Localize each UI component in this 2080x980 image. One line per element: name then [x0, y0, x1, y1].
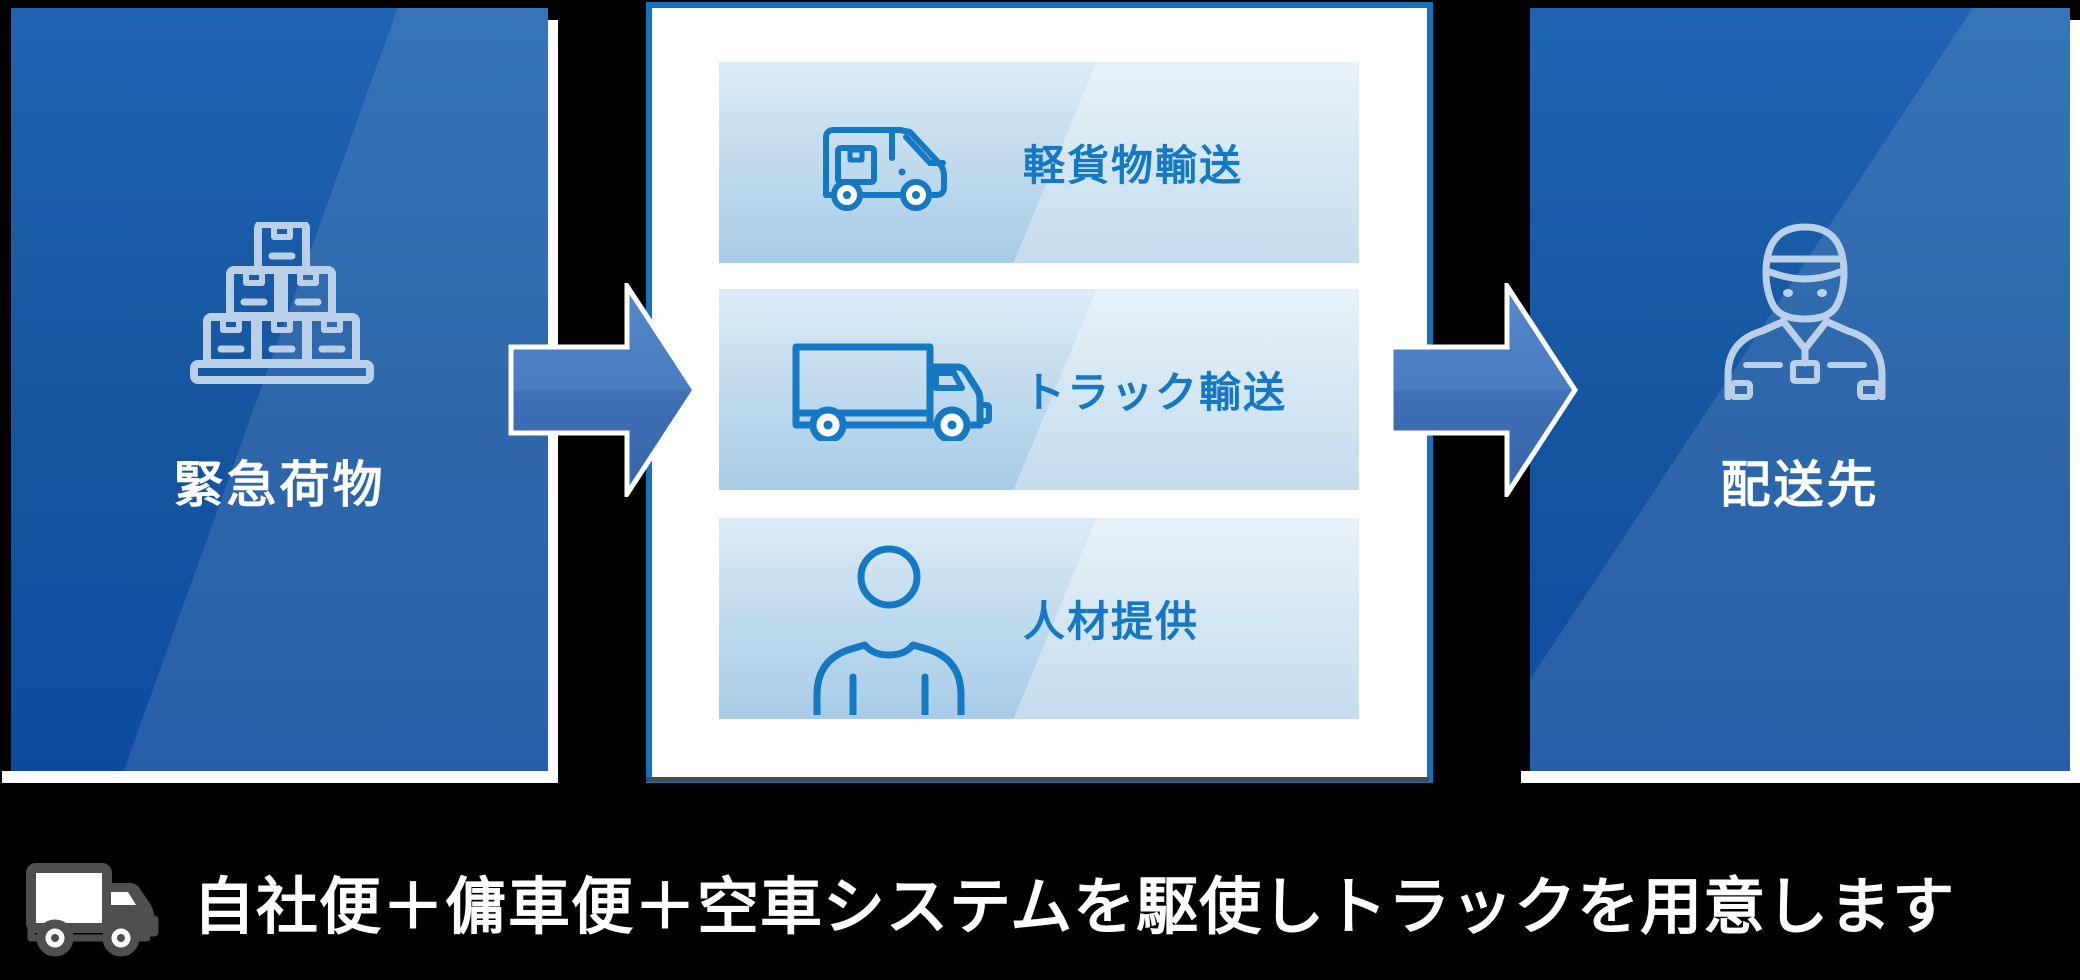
white-edge [2, 771, 558, 783]
services-panel: 軽貨物輸送 トラック輸送 [646, 2, 1433, 783]
service-row-light-cargo: 軽貨物輸送 [719, 62, 1359, 263]
truck-icon [25, 858, 160, 958]
footer-note: 自社便＋傭車便＋空車システムを駆使しトラックを用意します [25, 850, 1955, 966]
destination-box: 配送先 [1521, 8, 2080, 783]
person-icon [809, 543, 969, 715]
destination-label: 配送先 [1720, 457, 1880, 513]
service-row-personnel: 人材提供 [719, 518, 1359, 719]
flow-arrow-right-icon [1388, 283, 1578, 497]
service-label-truck: トラック輸送 [1023, 369, 1288, 416]
white-edge [2070, 20, 2080, 783]
source-box: 緊急荷物 [2, 8, 558, 783]
white-edge [1521, 771, 2080, 783]
delivery-worker-icon [1720, 215, 1890, 400]
gloss-highlight [123, 8, 548, 771]
boxes-stack-icon [190, 222, 374, 386]
service-row-truck: トラック輸送 [719, 289, 1359, 490]
delivery-van-icon [814, 117, 964, 212]
service-label-personnel: 人材提供 [1023, 598, 1200, 645]
source-label: 緊急荷物 [173, 457, 386, 513]
flow-arrow-right-icon [508, 283, 698, 497]
panel-shadow [646, 777, 1429, 782]
service-label-light-cargo: 軽貨物輸送 [1023, 142, 1244, 189]
truck-icon [790, 341, 1000, 441]
footer-text: 自社便＋傭車便＋空車システムを駆使しトラックを用意します [193, 873, 1956, 942]
